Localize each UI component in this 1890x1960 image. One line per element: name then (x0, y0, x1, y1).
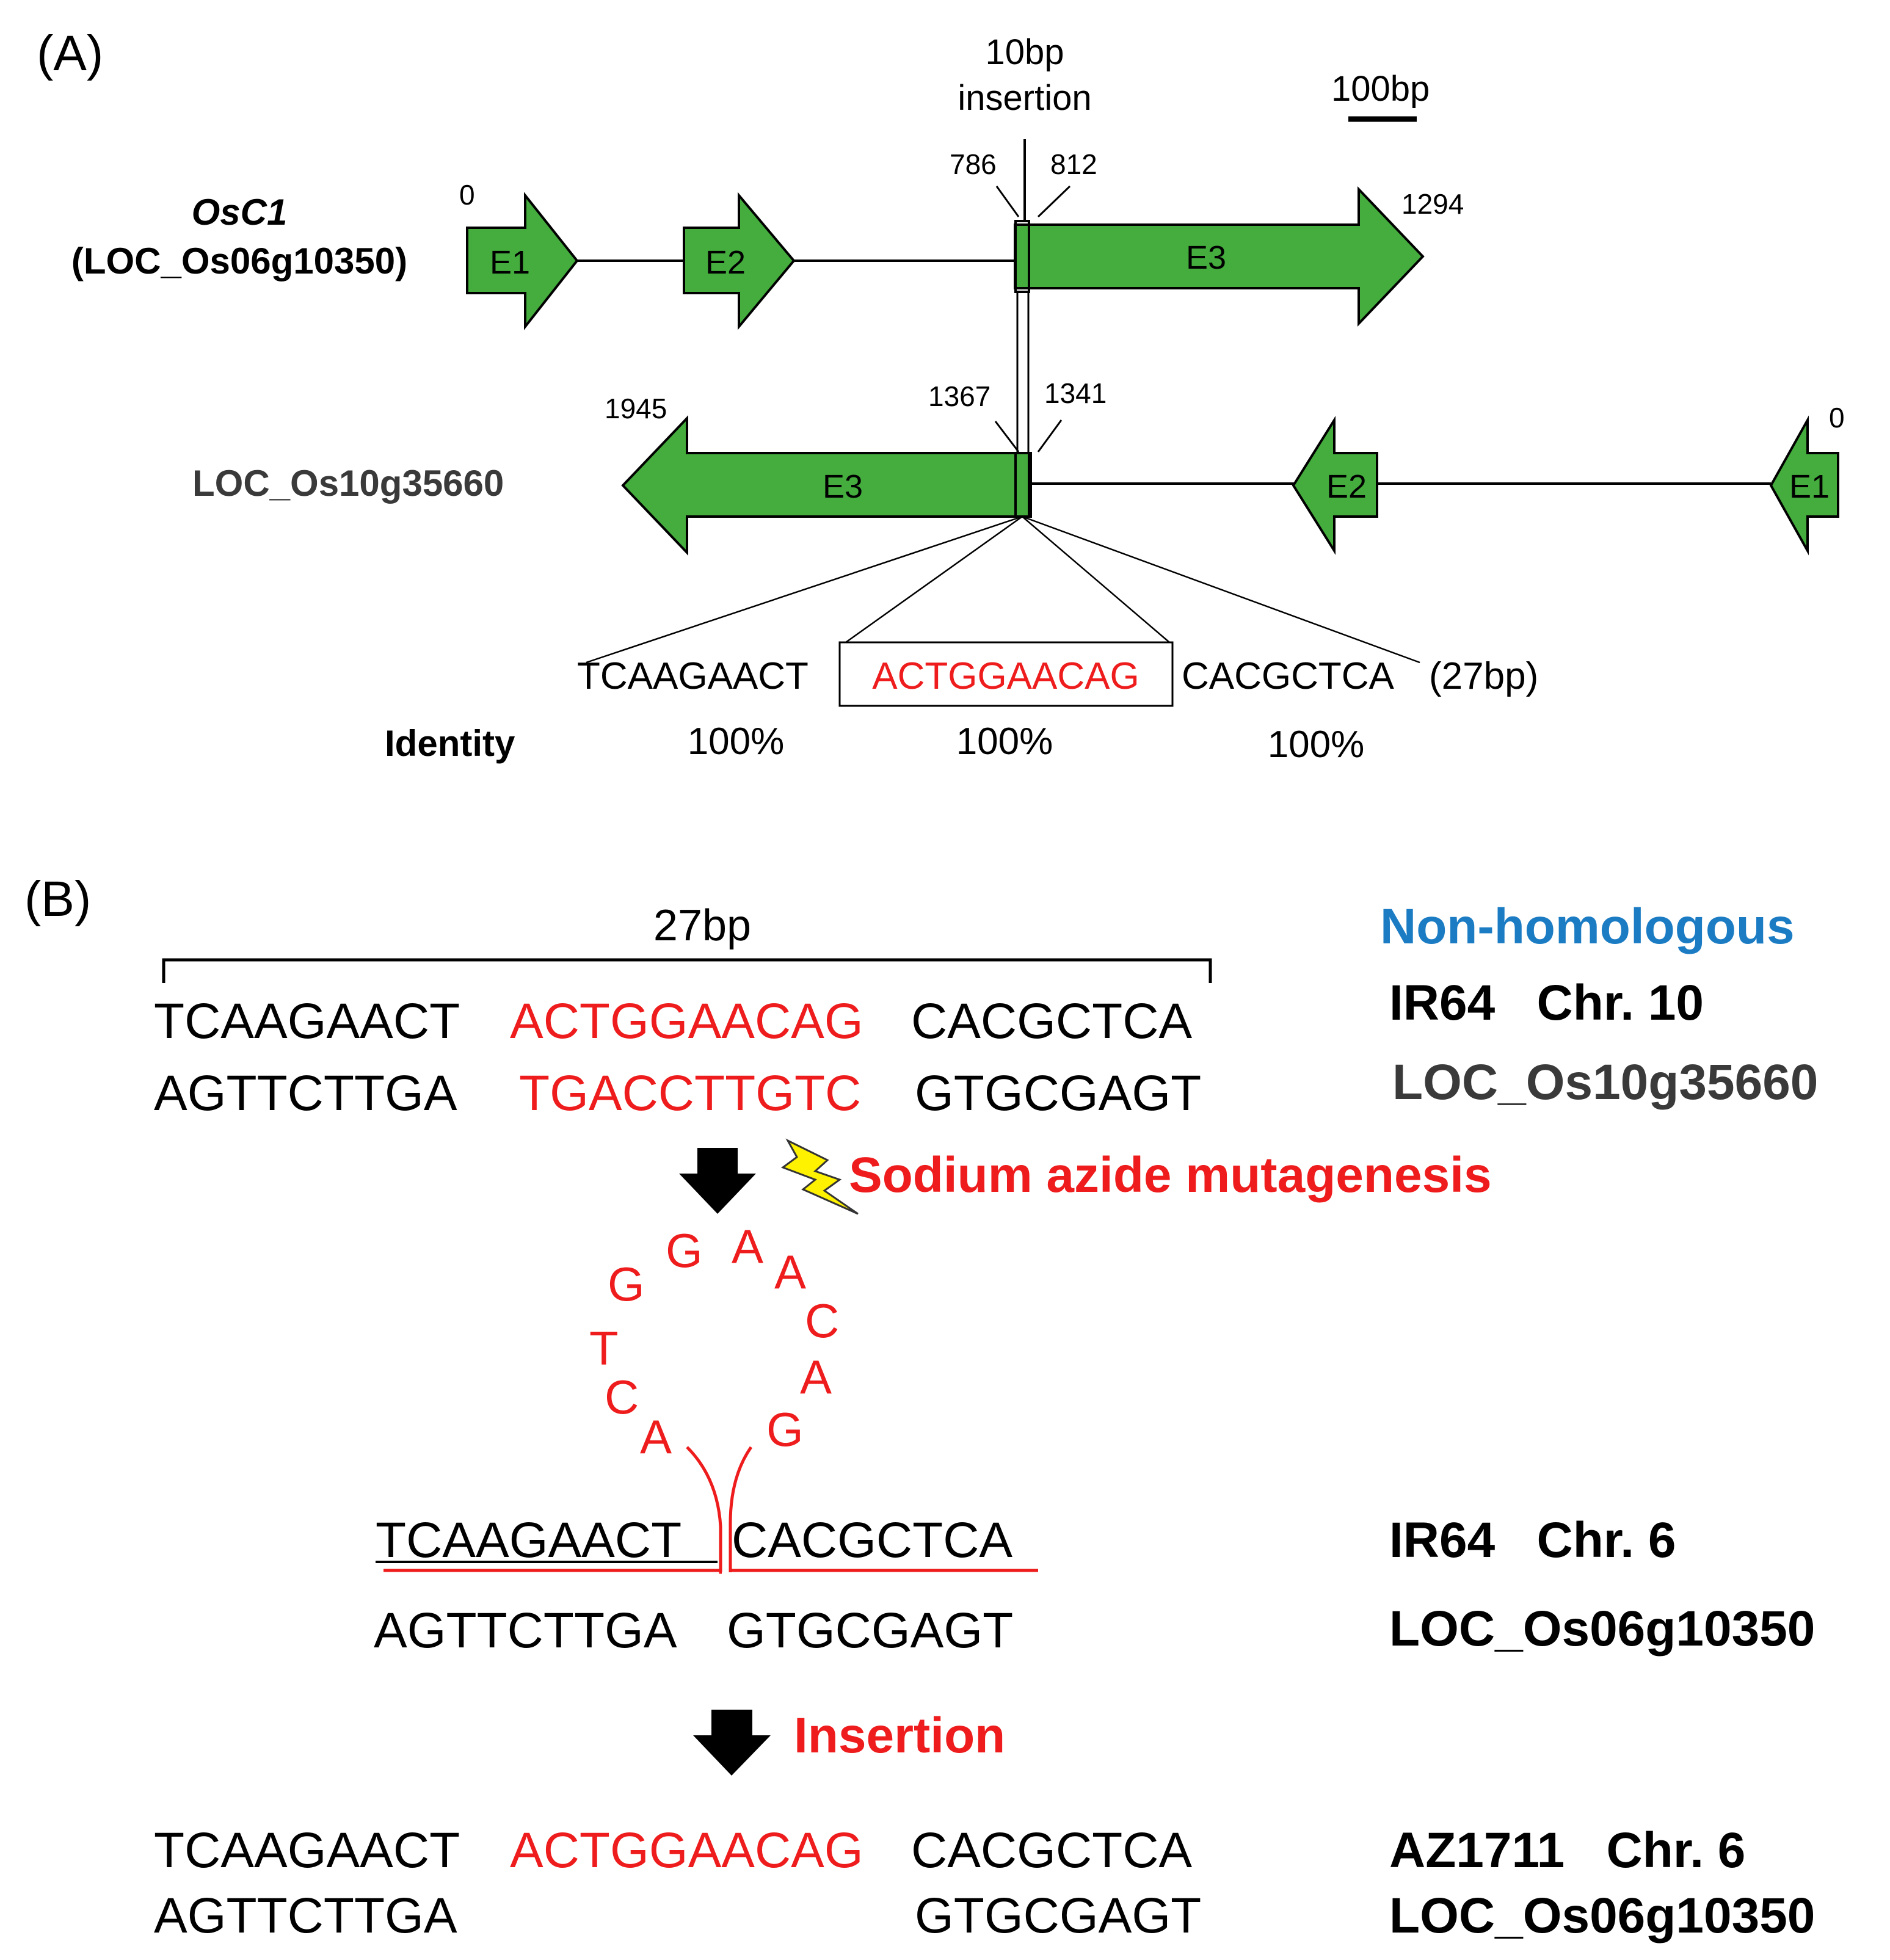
gene2-exon-e1 (1769, 415, 1839, 556)
gene2-pos-end: 0 (1829, 402, 1845, 434)
loop-letter: A (800, 1350, 832, 1404)
scale-bar-label: 100bp (1331, 69, 1430, 109)
bracket-label: 27bp (653, 901, 751, 950)
gene1-locus: (LOC_Os06g10350) (71, 241, 407, 281)
source-bot-left: AGTTCTTGA (154, 1065, 457, 1121)
gene1-exon-e1-label: E1 (490, 244, 530, 281)
identity-right: 100% (1268, 724, 1365, 766)
target-locus: LOC_Os06g10350 (1389, 1601, 1815, 1657)
source-bot-right: GTGCGAGT (915, 1065, 1201, 1121)
down-arrow-1 (679, 1148, 756, 1214)
gene1-exon-e2-label: E2 (705, 244, 746, 281)
gene1-pos-left: 786 (950, 148, 997, 180)
source-top-mid: ACTGGAACAG (510, 993, 863, 1049)
gene2-pos-start: 1945 (605, 393, 667, 424)
identity-label: Identity (385, 723, 515, 764)
panel-a: (A) 100bp 10bp insertion OsC1 (LOC_Os06g… (37, 26, 1845, 766)
hairpin-loop: A C T G G A A C A G (589, 1219, 839, 1464)
gene1-exon-e3-label: E3 (1186, 239, 1226, 276)
target-chr: IR64 Chr. 6 (1389, 1512, 1676, 1568)
gene1-pos-right: 812 (1050, 148, 1097, 180)
hairpin-stem-left (686, 1446, 722, 1574)
gene1-name: OsC1 (192, 192, 288, 233)
gene2-tick-left (994, 421, 1020, 452)
zoom-line-outer-left (586, 515, 1023, 664)
gene1-exon-e3 (1014, 186, 1425, 327)
panel-a-label: (A) (37, 26, 103, 81)
gene2-locus: LOC_Os10g35660 (192, 463, 504, 504)
source-bot-mid: TGACCTTGTC (519, 1065, 861, 1121)
loop-letter: A (774, 1245, 806, 1299)
gene1-tick-right (1037, 185, 1071, 218)
zoom-seq-box (838, 641, 1174, 707)
target-top-left: TCAAGAACT (376, 1512, 681, 1568)
zoom-line-outer-right (1022, 515, 1420, 664)
gene1-exon-e1 (466, 192, 579, 330)
zoom-seq-length: (27bp) (1429, 655, 1538, 697)
result-bot-right: GTGCGAGT (915, 1888, 1201, 1944)
loop-letter: G (766, 1403, 804, 1456)
panel-b: (B) 27bp TCAAGAACT ACTGGAACAG CACGCTCA A… (24, 871, 1818, 1944)
gene1-pos-start: 0 (459, 179, 475, 211)
result-top-left: TCAAGAACT (154, 1823, 460, 1878)
gene2-tick-right (1037, 419, 1063, 452)
gene2-exon-e2-label: E2 (1326, 468, 1367, 505)
bracket-27bp (162, 958, 1212, 983)
gene2-exon-e3-label: E3 (823, 468, 863, 505)
hairpin-stem-right (729, 1446, 753, 1572)
zoom-line-inner-left (845, 515, 1023, 644)
target-bot-right: GTGCGAGT (727, 1603, 1013, 1658)
gene1-tick-left (995, 186, 1020, 217)
gene1-pos-end: 1294 (1401, 188, 1464, 220)
mutagenesis-label: Sodium azide mutagenesis (849, 1147, 1492, 1203)
down-arrow-2 (693, 1710, 771, 1776)
loop-letter: C (605, 1370, 639, 1424)
panel-b-label: (B) (24, 871, 91, 927)
source-locus: LOC_Os10g35660 (1392, 1054, 1818, 1110)
insertion-label: Insertion (794, 1708, 1005, 1763)
gene2-pos-right: 1341 (1044, 377, 1107, 409)
result-bot-left: AGTTCTTGA (154, 1888, 457, 1944)
loop-letter: C (805, 1294, 839, 1348)
zoom-line-inner-right (1022, 516, 1170, 643)
source-top-right: CACGCTCA (911, 993, 1192, 1049)
loop-letter: G (666, 1224, 703, 1277)
source-top-left: TCAAGAACT (154, 993, 460, 1049)
loop-letter: T (589, 1321, 619, 1375)
gene1-insertion-box (1014, 220, 1030, 293)
identity-left: 100% (688, 720, 785, 763)
loop-letter: G (608, 1257, 645, 1311)
loop-letter: A (640, 1410, 672, 1464)
zoom-seq-left: TCAAGAACT (577, 655, 809, 697)
target-top-right: CACGCTCA (732, 1512, 1012, 1568)
insertion-label-line1: 10bp (985, 32, 1064, 72)
result-chr: AZ1711 Chr. 6 (1389, 1823, 1745, 1878)
source-heading: Non-homologous (1380, 899, 1795, 954)
insertion-label-line2: insertion (958, 78, 1091, 118)
zoom-seq-middle: ACTGGAACAG (872, 655, 1139, 697)
gene2-exon-e3 (621, 415, 1032, 556)
source-chr: IR64 Chr. 10 (1389, 975, 1704, 1031)
lightning-bolt-icon (780, 1138, 859, 1215)
zoom-seq-right: CACGCTCA (1182, 655, 1395, 697)
identity-middle: 100% (956, 720, 1053, 763)
result-locus: LOC_Os06g10350 (1389, 1888, 1815, 1944)
gene2-exon-e2 (1292, 416, 1378, 555)
gene2-exon-e1-label: E1 (1789, 468, 1830, 505)
result-top-mid: ACTGGAACAG (510, 1823, 863, 1878)
gene1-exon-e2 (683, 192, 796, 330)
result-top-right: CACGCTCA (911, 1823, 1192, 1878)
gene2-pos-left: 1367 (928, 380, 990, 412)
loop-letter: A (732, 1219, 763, 1273)
target-bot-left: AGTTCTTGA (374, 1603, 677, 1658)
